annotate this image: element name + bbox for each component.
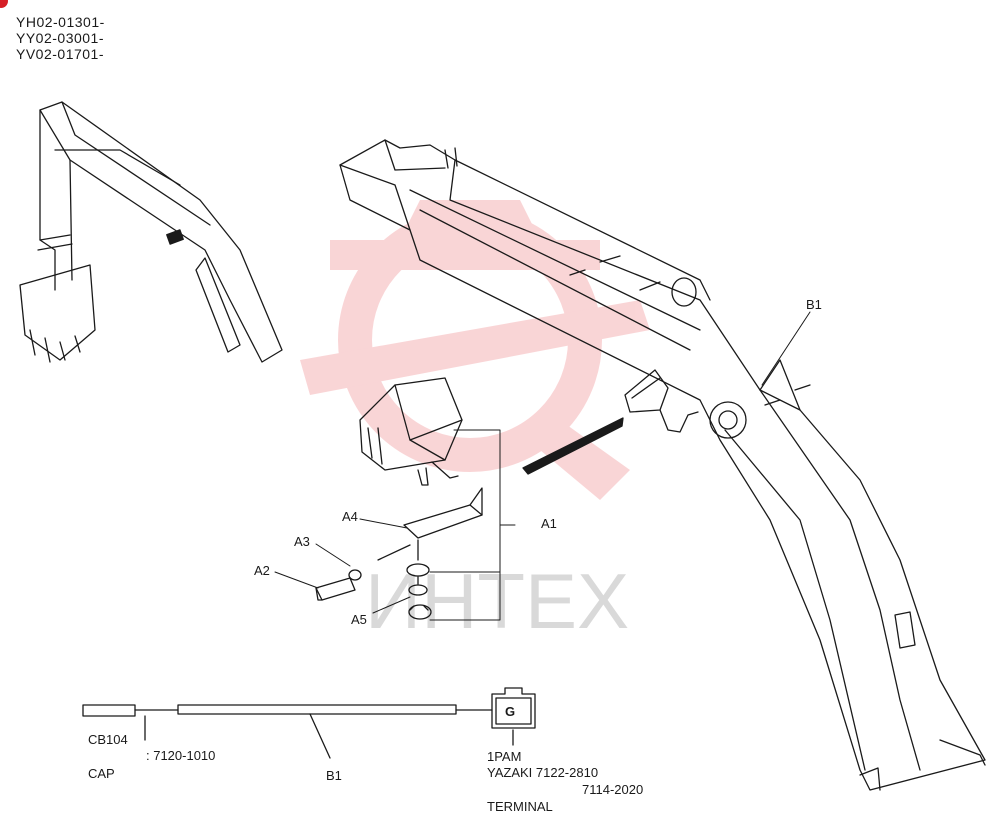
label-a1: A1 [541,516,557,531]
detail-pointer [522,417,624,475]
harness-terminal-label: TERMINAL [487,799,553,814]
corner-marker [0,0,8,8]
serial-1: YH02-01301- [16,14,105,30]
harness-right-part: YAZAKI 7122-2810 [487,765,599,780]
label-a3: A3 [294,534,310,549]
label-b1-boom: B1 [806,297,822,312]
label-a5: A5 [351,612,367,627]
serial-2: YY02-03001- [16,30,105,46]
harness-left-cap: CAP [88,766,115,781]
harness-left-code: CB104 [88,732,128,747]
boom-drawing [339,139,986,791]
harness-cable-label: B1 [326,768,342,783]
connector-letter: G [505,704,515,719]
label-a2: A2 [254,563,270,578]
leader-lines [274,311,811,621]
lamp-assembly [315,377,483,620]
harness-terminal-part: 7114-2020 [582,782,644,797]
harness-right-code: 1PAM [487,749,522,764]
label-a4: A4 [342,509,358,524]
harness-drawing [82,687,536,759]
watermark-logo [300,200,650,500]
excavator-thumbnail [19,101,283,363]
serial-numbers: YH02-01301- YY02-03001- YV02-01701- [16,14,105,62]
watermark-text: ИНТЕХ [365,557,629,645]
serial-3: YV02-01701- [16,46,105,62]
mounted-lamp [624,369,699,433]
harness-left-part: : 7120-1010 [146,748,216,763]
